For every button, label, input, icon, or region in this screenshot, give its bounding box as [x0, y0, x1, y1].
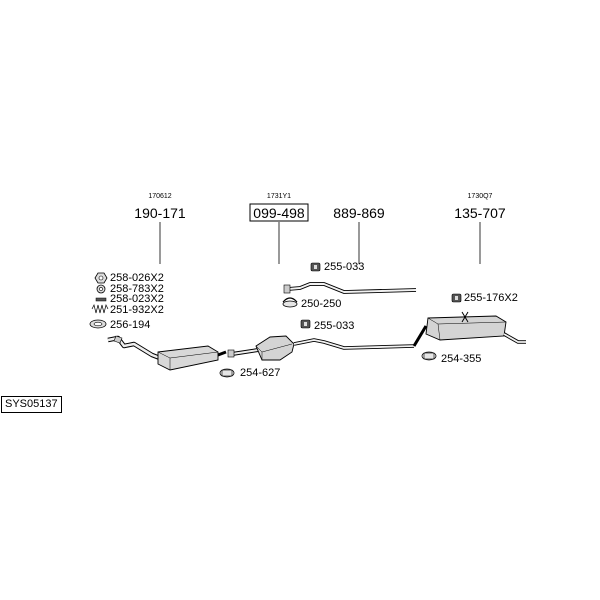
fitting-label[interactable]: 256-194 — [110, 319, 150, 331]
fitting-label[interactable]: 258-783X2 — [110, 283, 164, 295]
rubber-mount-icon — [310, 262, 321, 272]
fitting-label[interactable]: 258-026X2 — [110, 272, 164, 284]
intermediate-pipe[interactable] — [283, 282, 417, 294]
spring-icon — [91, 303, 109, 314]
rubber-mount-icon — [451, 293, 462, 303]
fitting-label[interactable]: 251-932X2 — [110, 304, 164, 316]
group-part-3[interactable]: 889-869 — [333, 205, 385, 221]
rubber-mount-icon — [300, 319, 311, 329]
fitting-label[interactable]: 255-033 — [324, 261, 364, 273]
group-code-4: 1730Q7 — [468, 193, 493, 200]
fitting-label[interactable]: 258-023X2 — [110, 293, 164, 305]
fitting-label[interactable]: 250-250 — [301, 298, 341, 310]
gasket-ring-icon — [89, 319, 107, 329]
diagram-id-badge: SYS05137 — [1, 396, 62, 413]
fitting-label[interactable]: 255-176X2 — [464, 292, 518, 304]
group-code-2: 1731Y1 — [267, 193, 291, 200]
nut-icon — [94, 272, 108, 284]
group-code-1: 170612 — [148, 193, 171, 200]
fitting-label[interactable]: 254-355 — [441, 353, 481, 365]
part-box-2 — [249, 203, 309, 222]
group-part-4[interactable]: 135-707 — [454, 205, 506, 221]
fitting-label[interactable]: 255-033 — [314, 320, 354, 332]
fitting-label[interactable]: 254-627 — [240, 367, 280, 379]
washer-icon — [96, 284, 106, 294]
bolt-icon — [95, 297, 107, 302]
clamp-icon — [282, 297, 298, 308]
clamp-icon — [219, 368, 235, 378]
clamp-icon — [421, 351, 437, 361]
group-part-1[interactable]: 190-171 — [134, 205, 186, 221]
rear-silencer[interactable] — [412, 311, 526, 347]
group-part-2[interactable]: 099-498 — [253, 205, 305, 221]
catalytic-converter[interactable] — [227, 335, 415, 361]
front-pipe-silencer[interactable] — [107, 335, 227, 371]
